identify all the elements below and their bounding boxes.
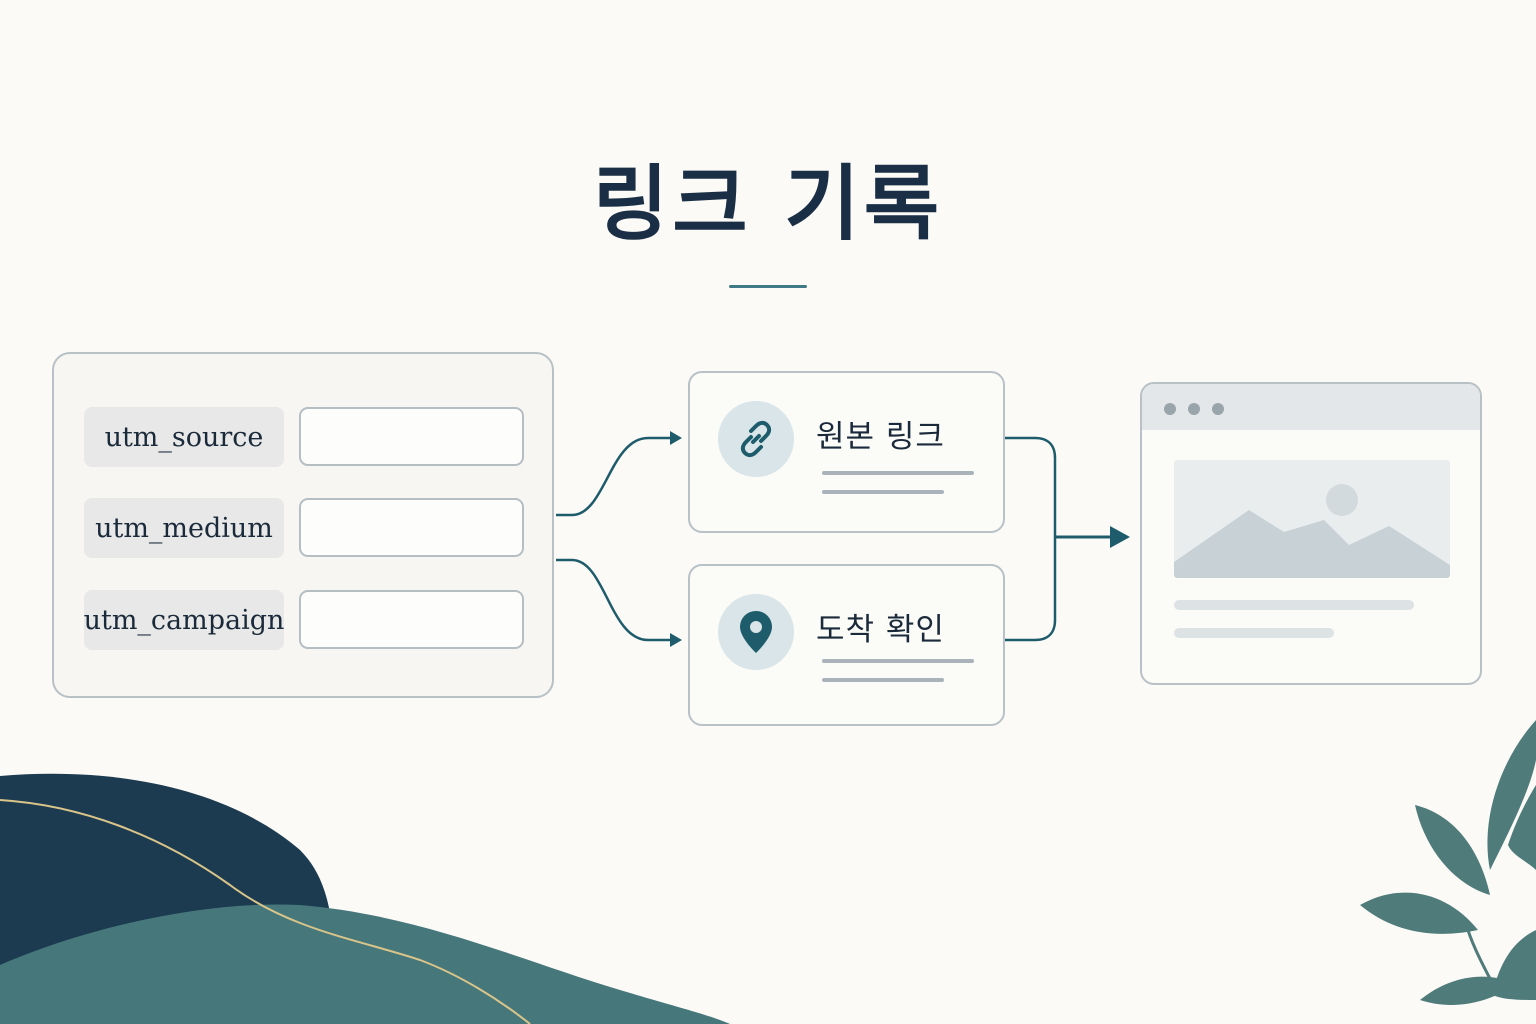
text-placeholder-line [1174, 600, 1414, 610]
landing-page-browser-window [1140, 382, 1482, 685]
location-pin-icon [718, 594, 794, 670]
utm-medium-input[interactable] [299, 498, 524, 557]
text-placeholder-line [822, 490, 944, 494]
text-placeholder-line [822, 471, 974, 475]
window-dot [1212, 403, 1224, 415]
link-icon [718, 401, 794, 477]
utm-source-label: utm_source [84, 407, 284, 467]
original-link-label: 원본 링크 [816, 419, 945, 455]
image-placeholder-icon [1174, 460, 1450, 578]
merge-bracket [1005, 436, 1057, 642]
original-link-card: 원본 링크 [688, 371, 1005, 533]
utm-campaign-label: utm_campaign [84, 590, 284, 650]
landing-check-label: 도착 확인 [816, 612, 945, 648]
landing-check-card: 도착 확인 [688, 564, 1005, 726]
window-dot [1164, 403, 1176, 415]
arrow-head-browser [1110, 526, 1130, 548]
title-divider [729, 285, 807, 288]
gold-accent-line [0, 799, 531, 1024]
text-placeholder-line [822, 678, 944, 682]
utm-source-input[interactable] [299, 407, 524, 466]
arrow-head-step-2 [670, 633, 682, 647]
connector-to-step-1 [556, 436, 672, 517]
window-dot [1188, 403, 1200, 415]
teal-wave [0, 904, 730, 1024]
utm-campaign-input[interactable] [299, 590, 524, 649]
arrow-head-step-1 [670, 431, 682, 445]
utm-medium-label: utm_medium [84, 498, 284, 558]
browser-title-bar [1142, 384, 1480, 430]
connector-to-step-2 [556, 558, 672, 642]
page-title: 링크 기록 [592, 157, 944, 252]
text-placeholder-line [1174, 628, 1334, 638]
text-placeholder-line [822, 659, 974, 663]
